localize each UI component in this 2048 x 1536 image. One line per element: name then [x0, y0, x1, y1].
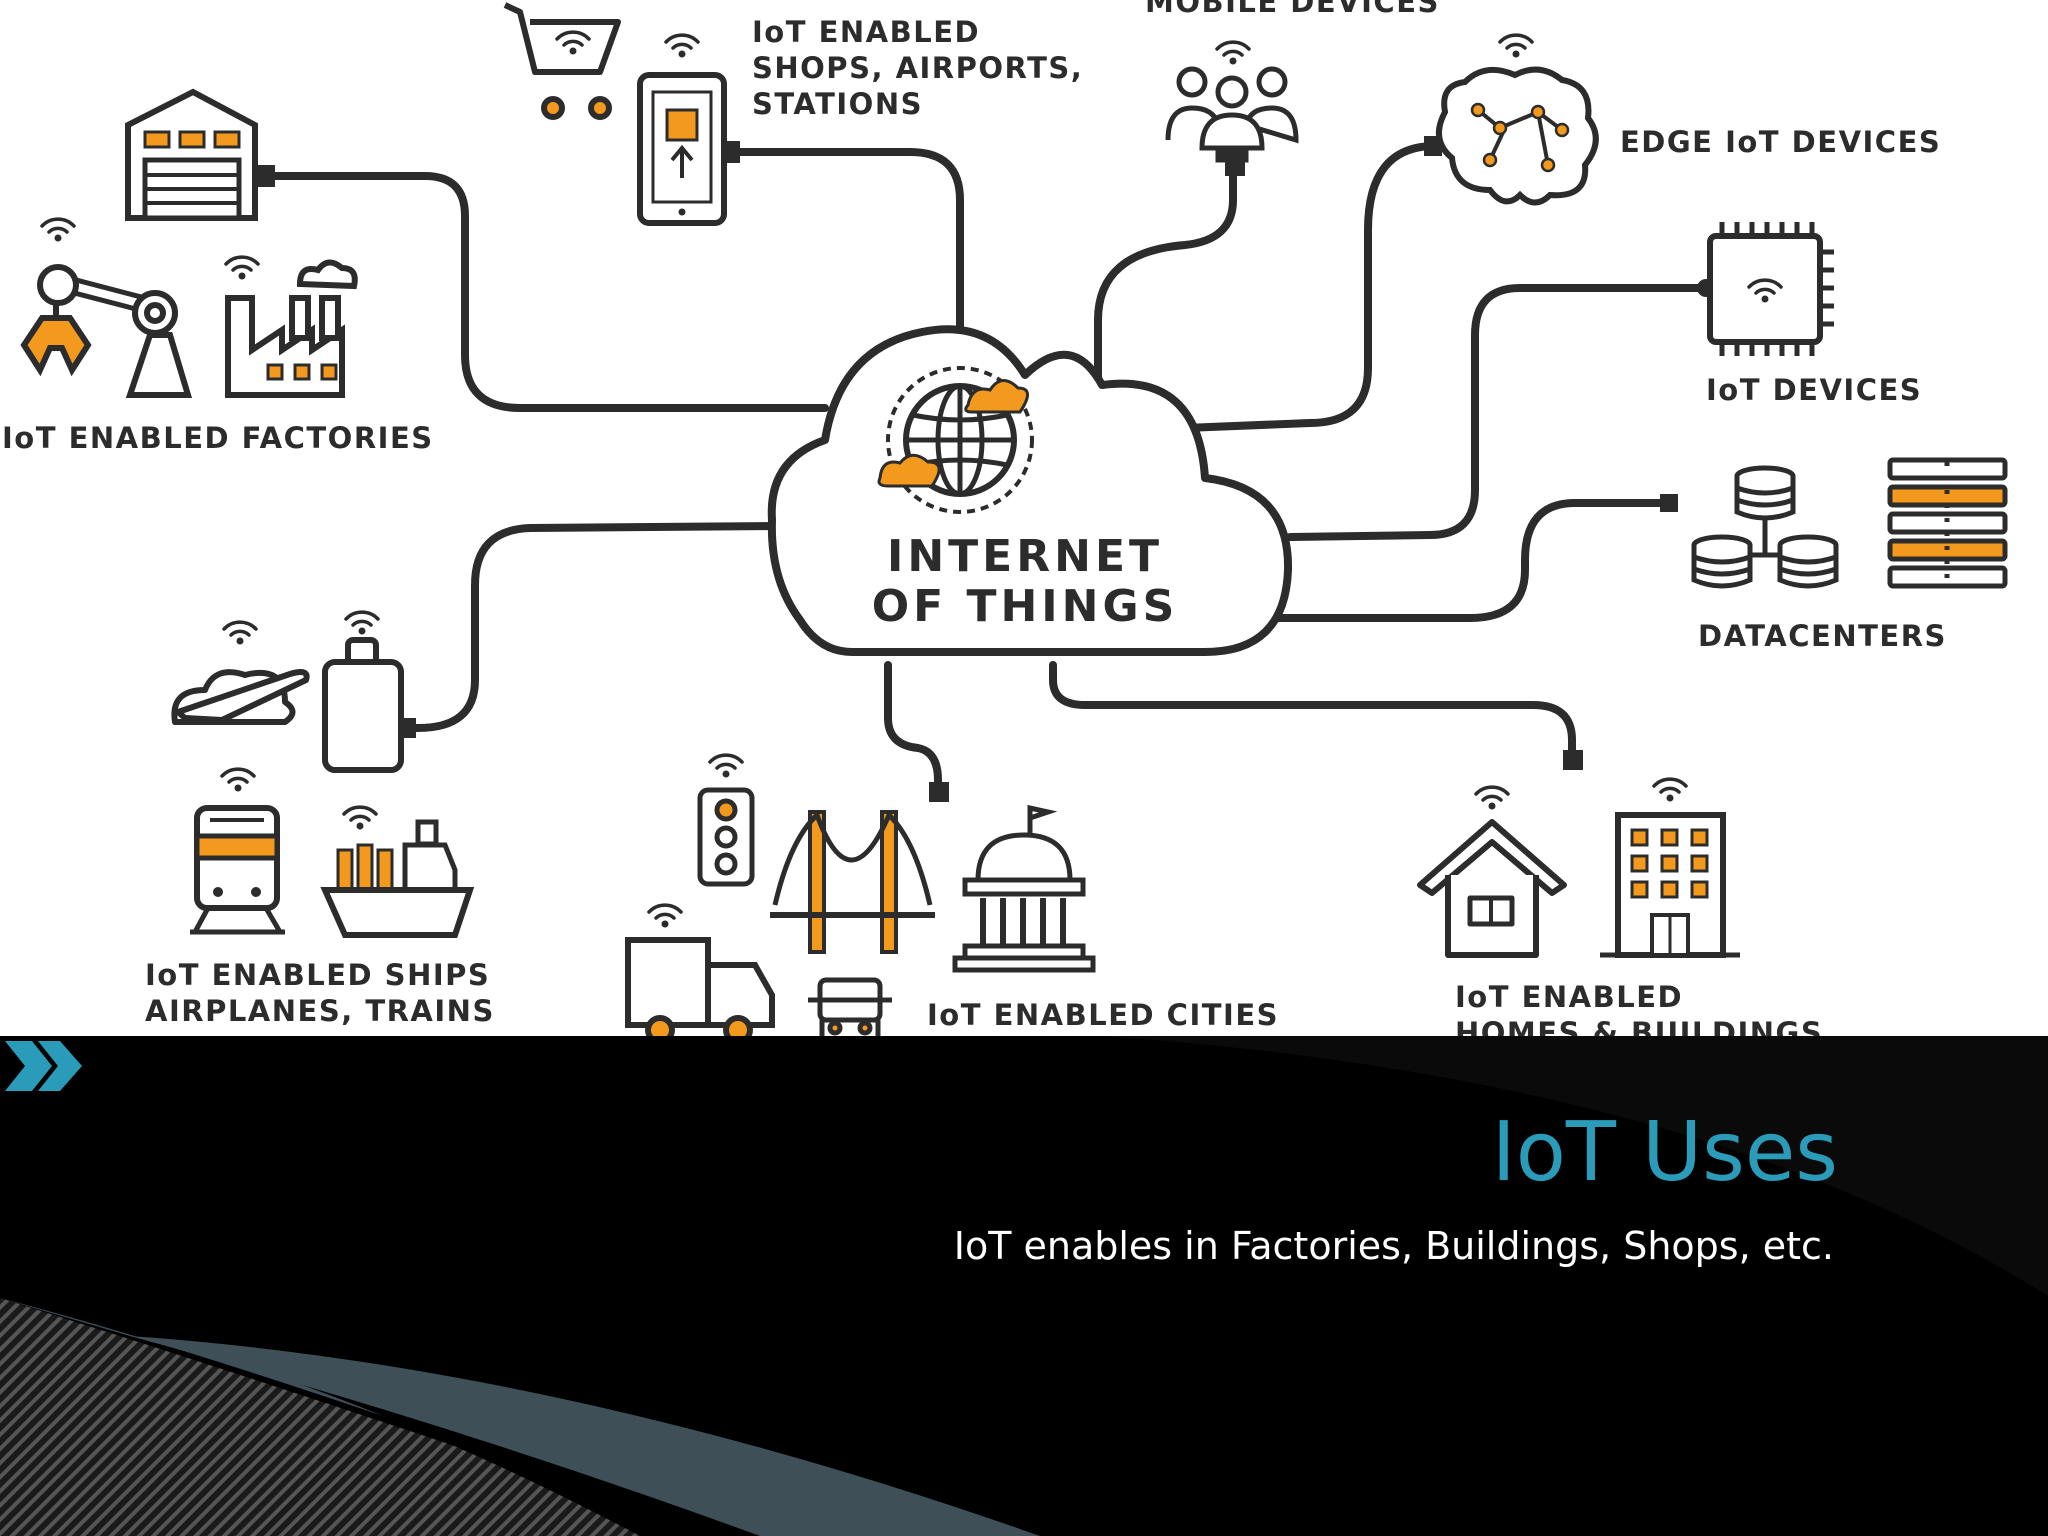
train-icon — [190, 805, 285, 935]
bridge-icon — [770, 810, 935, 954]
central-cloud — [767, 325, 1293, 656]
title-band — [0, 1036, 2048, 1536]
warehouse-icon — [125, 88, 258, 221]
smartphone-icon — [637, 72, 727, 226]
cart-icon — [503, 2, 621, 120]
office-building-icon — [1600, 812, 1740, 958]
brain-icon — [1435, 66, 1599, 206]
cloud-label: INTERNET OF THINGS — [871, 531, 1179, 632]
iot-diagram-graphic — [20, 2, 2008, 1036]
label-ships: IoT ENABLED SHIPS AIRPLANES, TRAINS — [145, 958, 495, 1028]
government-building-icon — [952, 804, 1096, 973]
luggage-icon — [322, 637, 404, 773]
chevron-double-right-icon — [5, 1041, 82, 1091]
traffic-light-icon — [697, 787, 755, 887]
database-icon — [1691, 465, 1839, 589]
slide-subtitle: IoT enables in Factories, Buildings, Sho… — [953, 1224, 1834, 1268]
users-icon — [1165, 66, 1299, 163]
label-edge-devices: EDGE IoT DEVICES — [1620, 125, 1942, 159]
car-icon — [808, 977, 892, 1036]
label-datacenters: DATACENTERS — [1698, 619, 1947, 653]
slide-title: IoT Uses — [1491, 1105, 1838, 1200]
label-factories: IoT ENABLED FACTORIES — [2, 421, 434, 455]
label-homes: IoT ENABLED HOMES & BUILDINGS — [1455, 980, 1824, 1036]
factory-icon — [225, 259, 358, 398]
server-rack-icon — [1887, 457, 2008, 589]
ship-icon — [320, 819, 475, 938]
robot-arm-icon — [20, 264, 193, 398]
decorative-swoosh — [0, 1036, 2048, 1536]
house-icon — [1417, 819, 1567, 958]
iot-diagram: INTERNET OF THINGS IoT ENABLED SHOPS, AI… — [0, 0, 2048, 1036]
truck-icon — [625, 937, 775, 1036]
globe-icon — [877, 366, 1034, 514]
label-shops: IoT ENABLED SHOPS, AIRPORTS, STATIONS — [752, 15, 1084, 121]
airplane-icon — [171, 669, 310, 725]
cloud-icon — [767, 325, 1293, 656]
chip-icon — [1707, 222, 1834, 356]
label-iot-devices: IoT DEVICES — [1706, 373, 1923, 407]
label-mobile-devices: MOBILE DEVICES — [1145, 0, 1440, 19]
connector-lines — [258, 142, 1714, 794]
label-cities: IoT ENABLED CITIES — [927, 998, 1280, 1032]
